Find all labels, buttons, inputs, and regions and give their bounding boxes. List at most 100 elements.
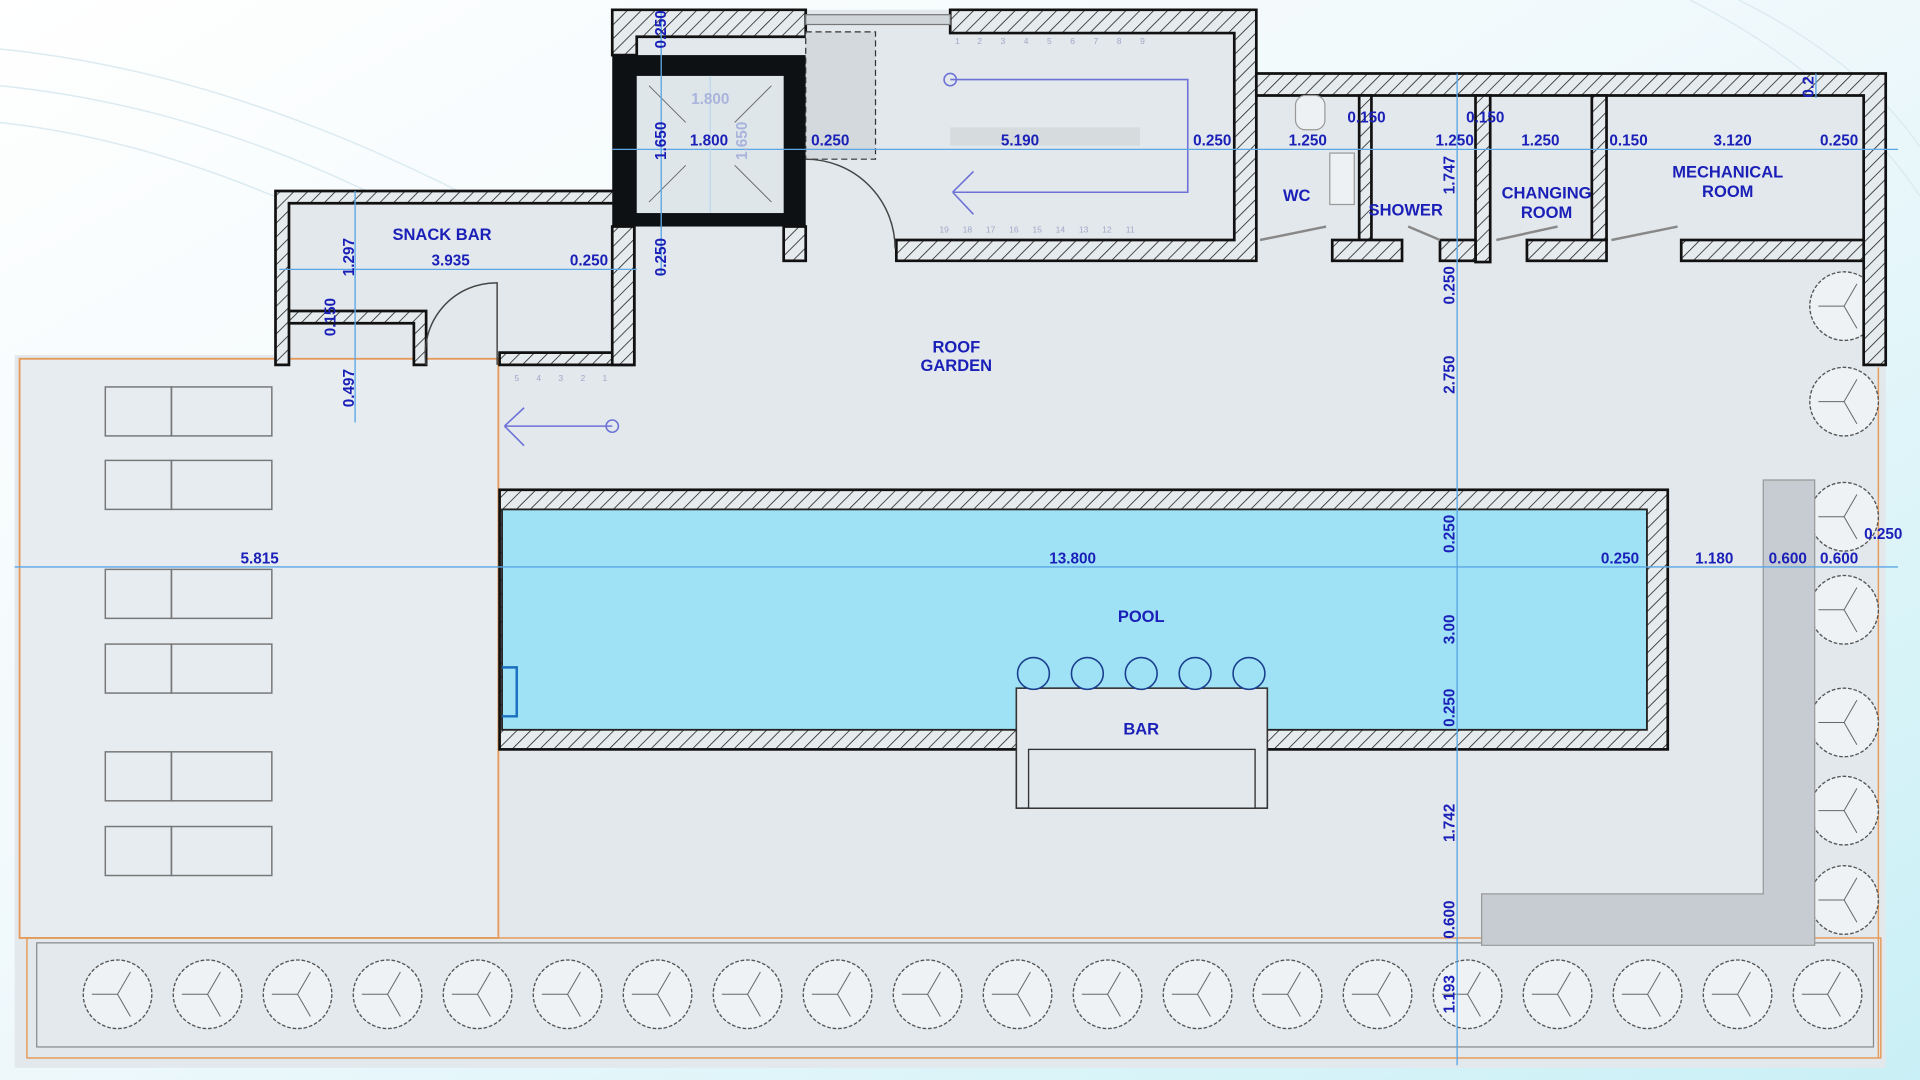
step-number: 12 (1102, 225, 1112, 235)
tree-icon (172, 959, 243, 1030)
tree-icon (1252, 959, 1323, 1030)
dimension-label: 0.250 (811, 133, 849, 150)
dimension-label: 0.250 (1820, 133, 1858, 150)
step-number: 9 (1140, 36, 1145, 46)
dimensions-pool-row: 5.815 13.800 0.250 1.180 0.600 0.600 0.2… (240, 526, 1902, 567)
dimension-label: 3.120 (1714, 133, 1752, 150)
dimension-label: 1.250 (1289, 133, 1327, 150)
tree-icon (1809, 366, 1880, 437)
step-number: 6 (1070, 36, 1075, 46)
sun-lounger (170, 568, 273, 620)
step-number: 4 (1024, 36, 1029, 46)
step-number: 4 (536, 373, 541, 383)
dimension-label: 0.150 (1466, 109, 1504, 126)
pool-bar (1015, 656, 1269, 809)
tree-icon (1809, 574, 1880, 645)
dimension-label: 13.800 (1049, 550, 1096, 567)
tree-icon (622, 959, 693, 1030)
dimension-label: 0.250 (653, 10, 670, 48)
side-planter (1481, 479, 1816, 946)
tree-icon (442, 959, 513, 1030)
label-changing-room-2: ROOM (1521, 203, 1572, 222)
label-roof-garden: ROOF (932, 338, 980, 357)
tree-icon (802, 959, 873, 1030)
step-number: 18 (963, 225, 973, 235)
dimension-label: 0.250 (1193, 133, 1231, 150)
step-number: 15 (1032, 225, 1042, 235)
step-number: 11 (1126, 225, 1135, 235)
room-labels: SNACK BAR ROOF GARDEN POOL BAR WC SHOWER… (392, 163, 1783, 739)
dimension-label: 2.750 (1442, 356, 1459, 394)
dimension-label: 5.190 (1001, 133, 1039, 150)
sun-lounger (170, 751, 273, 802)
sun-deck (18, 357, 500, 939)
tree-icon (1809, 271, 1880, 342)
step-number: 17 (986, 225, 996, 235)
dimension-label: 0.600 (1820, 550, 1858, 567)
sun-lounger (170, 459, 273, 511)
tree-icon (1612, 959, 1683, 1030)
dimension-label: 0.600 (1442, 900, 1459, 938)
dimension-label: 5.815 (240, 550, 279, 567)
tree-icon (982, 959, 1053, 1030)
label-changing-room: CHANGING (1502, 183, 1592, 202)
tree-icon (532, 959, 603, 1030)
tree-icon (712, 959, 783, 1030)
dimension-label: 0.250 (1864, 526, 1902, 543)
step-number: 2 (977, 36, 982, 46)
dimension-label: 0.150 (1347, 109, 1385, 126)
step-number: 14 (1056, 225, 1066, 235)
tree-icon (1432, 959, 1503, 1030)
tree-icon (262, 959, 333, 1030)
label-snack-bar: SNACK BAR (392, 225, 491, 244)
tree-icon (1162, 959, 1233, 1030)
dimension-label: 0.250 (1442, 266, 1459, 304)
sun-lounger (170, 825, 273, 877)
step-number: 5 (1047, 36, 1052, 46)
dimension-label: 0.150 (323, 298, 340, 336)
tree-icon (352, 959, 423, 1030)
tree-icon (1809, 865, 1880, 935)
dimension-label: 0.497 (341, 369, 358, 407)
step-number: 1 (603, 373, 608, 383)
dimension-label: 3.00 (1442, 614, 1459, 644)
tree-icon (1702, 959, 1773, 1030)
dimension-label: 0.600 (1769, 550, 1807, 567)
outer-edge (26, 937, 1882, 1059)
label-mechanical-room-2: ROOM (1702, 182, 1753, 201)
dimension-label: 0.150 (1609, 133, 1647, 150)
dimension-label: 1.180 (1695, 550, 1733, 567)
tree-icon (1809, 687, 1880, 758)
dimension-label: 1.747 (1442, 156, 1459, 194)
dimension-label-faded: 1.800 (691, 91, 729, 108)
step-number: 1 (955, 36, 960, 46)
sun-lounger (170, 386, 273, 437)
dimension-label: 1.250 (1436, 133, 1474, 150)
label-pool: POOL (1118, 607, 1165, 626)
tree-icon (1522, 959, 1593, 1030)
stair-steps: 1 2 3 4 5 6 7 8 9 19 18 17 16 15 14 13 1… (503, 36, 1145, 447)
dimension-label: 1.742 (1442, 804, 1459, 842)
step-number: 2 (580, 373, 585, 383)
label-shower: SHOWER (1369, 201, 1443, 220)
dimension-label: 0.250 (1442, 515, 1459, 553)
tree-icon (1809, 775, 1880, 846)
step-number: 8 (1117, 36, 1122, 46)
dimension-label: 0.250 (1601, 550, 1639, 567)
dimensions-vertical: 0.250 1.650 0.250 1.297 0.150 0.497 1.74… (323, 10, 1818, 1013)
dimension-label: 1.650 (653, 122, 670, 160)
step-number: 3 (1000, 36, 1005, 46)
step-number: 13 (1079, 225, 1089, 235)
tree-icon (1792, 959, 1863, 1030)
label-bar: BAR (1123, 720, 1159, 739)
dimension-label: 0.250 (653, 238, 670, 276)
step-number: 3 (558, 373, 563, 383)
dimensions-snack-row: 3.935 0.250 (431, 253, 608, 270)
tree-icon (82, 959, 153, 1030)
tree-icon (892, 959, 963, 1030)
dimension-lines (14, 12, 1898, 1066)
bar-stools (1016, 656, 1266, 691)
service-rooms-walls (1254, 72, 1888, 367)
dimension-label: 0.250 (570, 253, 608, 270)
